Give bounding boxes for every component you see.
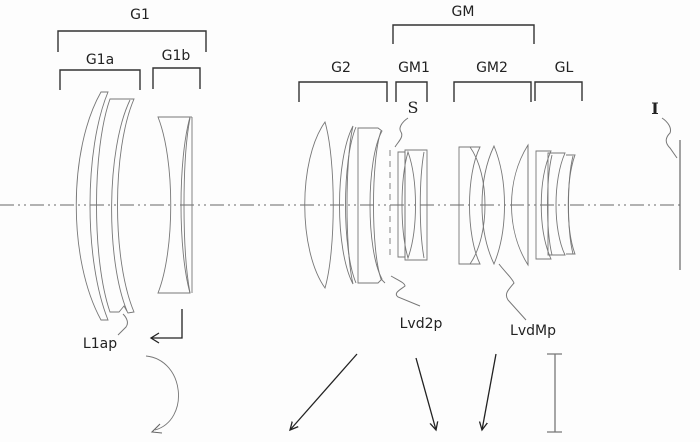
leader-image-plane	[661, 117, 678, 159]
lens-g1a-element-2	[96, 98, 135, 314]
bracket-g1	[57, 30, 207, 52]
lens-gl	[535, 150, 576, 260]
label-lvdmp: LvdMp	[510, 323, 556, 339]
label-g1b: G1b	[162, 48, 191, 64]
lens-g1b	[157, 116, 193, 294]
leader-lvd2p	[390, 275, 421, 307]
label-lvd2p: Lvd2p	[400, 316, 443, 332]
leader-stop	[394, 117, 409, 148]
label-g2: G2	[331, 60, 351, 76]
lens-g2-element-2	[339, 125, 357, 285]
label-stop: S	[408, 98, 419, 117]
bracket-gm	[392, 24, 535, 44]
label-g1a: G1a	[86, 52, 114, 68]
g2-move-arrow	[290, 353, 358, 430]
gm1-move-arrow	[415, 357, 436, 430]
label-l1ap: L1ap	[83, 336, 117, 352]
label-gm1: GM1	[398, 60, 430, 76]
lens-gm1	[397, 149, 428, 261]
bracket-g1b	[152, 67, 201, 89]
gm2-move-arrow	[482, 353, 497, 430]
g1a-curve-arrowhead	[150, 423, 163, 434]
g1b-move-arrow	[151, 309, 183, 339]
label-gl: GL	[555, 60, 574, 76]
label-image-plane: I	[651, 99, 658, 118]
leader-lvdmp	[498, 263, 527, 321]
bracket-gm1	[395, 81, 428, 102]
label-gm2: GM2	[476, 60, 508, 76]
lens-g2-element-3	[357, 127, 386, 284]
g1b-arrowhead	[149, 332, 160, 344]
bracket-g2	[298, 81, 388, 102]
gl-fixed-indicator	[547, 353, 562, 433]
leader-l1ap	[117, 313, 128, 336]
lens-gm2-element-3	[511, 143, 529, 267]
lens-g1a-element-1	[75, 91, 109, 321]
bracket-g1a	[59, 69, 141, 90]
bracket-gm2	[453, 81, 532, 102]
label-gm: GM	[452, 4, 475, 20]
lens-gm2-element-2	[481, 144, 505, 266]
lens-g2-element-1	[304, 120, 334, 290]
label-g1: G1	[130, 7, 150, 23]
bracket-gl	[534, 81, 583, 101]
lens-gm2-element-1	[458, 146, 486, 265]
g1a-curve-arrow	[145, 355, 179, 431]
